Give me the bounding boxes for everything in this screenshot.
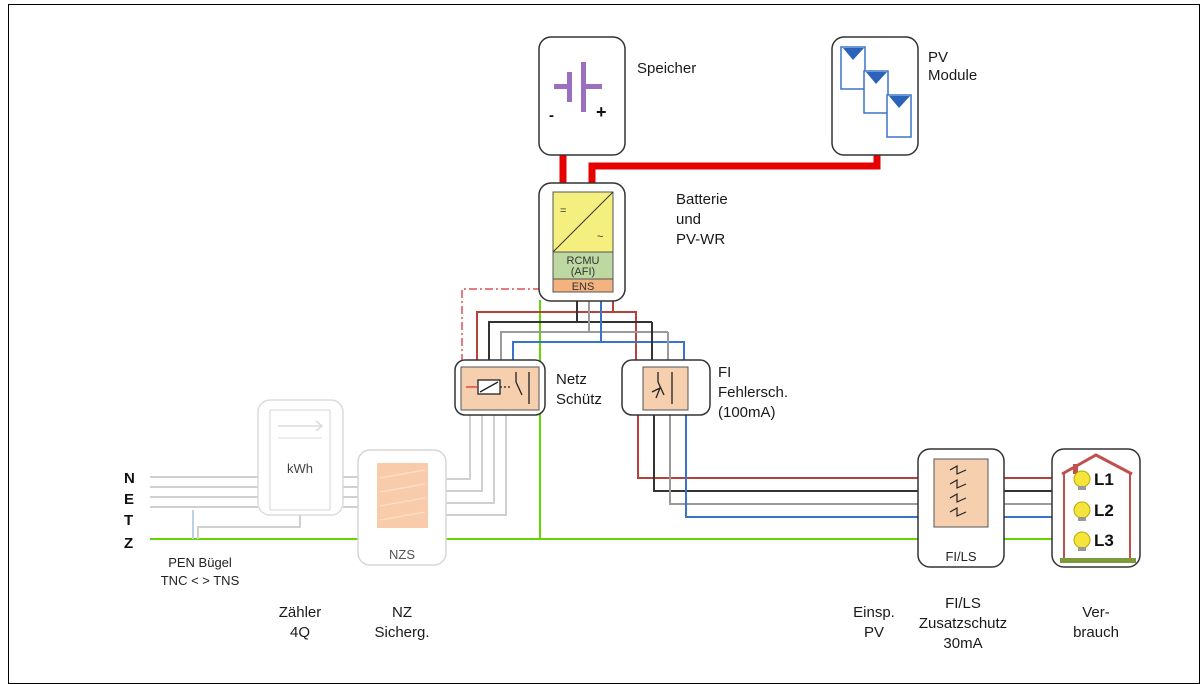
dc-lines [559,155,881,183]
netz-letter-z: Z [124,535,133,552]
inverter-box: = ~ RCMU (AFI) ENS [538,182,626,302]
fils-bottom-label-1: FI/LS [945,595,981,612]
inverter-label-1: Batterie [676,191,728,208]
ens-label: ENS [572,281,595,293]
netzschuetz-box [454,359,546,416]
nz-label-1: NZ [392,604,412,621]
netz-letter-t: T [124,512,133,529]
ac-wires [476,300,685,360]
verbrauch-label-1: Ver- [1082,604,1110,621]
pen-label-2: TNC < > TNS [161,573,240,588]
speicher-label: Speicher [637,60,696,77]
netzschuetz-label-1: Netz [556,371,587,388]
inverter-label-3: PV-WR [676,231,725,248]
fils-label: FI/LS [945,549,976,564]
minus-sign: - [549,107,554,124]
einsp-label-2: PV [864,624,884,641]
netzschuetz-label-2: Schütz [556,391,602,408]
fils-bottom-label-3: 30mA [943,635,982,652]
nzs-label: NZS [389,547,415,562]
pen-label-1: PEN Bügel [168,555,232,570]
house-box: L1 L2 L3 [1051,448,1141,568]
fi-box [621,359,711,416]
lightbulb-icon [1073,470,1091,551]
kwh-meter-box: kWh [257,399,344,516]
nzs-box: NZS [357,449,447,566]
battery-plate-icon [567,72,572,102]
fils-box: FI/LS [917,448,1005,568]
load-l2: L2 [1094,501,1114,520]
plus-sign: + [596,102,607,122]
load-wires [637,415,1052,518]
einsp-label-1: Einsp. [853,604,895,621]
rcd-icon [651,372,673,404]
zaehler-label-1: Zähler [279,604,322,621]
pv-label-2: Module [928,67,977,84]
dc-symbol: = [560,205,566,217]
inverter-label-2: und [676,211,701,228]
load-l3: L3 [1094,531,1114,550]
verbrauch-label-2: brauch [1073,624,1119,641]
fi-label-1: FI [718,364,731,381]
ac-symbol: ~ [597,231,603,243]
afi-label: (AFI) [571,266,595,278]
rcmu-label: RCMU [567,255,600,267]
pv-label-1: PV [928,49,948,66]
netz-letter-n: N [124,470,135,487]
fi-label-3: (100mA) [718,404,776,421]
relay-icon [466,372,530,404]
fils-bottom-label-2: Zusatzschutz [919,615,1007,632]
netz-letter-e: E [124,491,134,508]
fi-label-2: Fehlersch. [718,384,788,401]
load-l1: L1 [1094,470,1114,489]
nz-label-2: Sicherg. [374,624,429,641]
breaker-icon [949,464,967,517]
speicher-box: - + [538,36,626,156]
kwh-label: kWh [287,461,313,476]
pv-box [831,36,919,156]
zaehler-label-2: 4Q [290,624,310,641]
pe-line [150,300,1052,540]
